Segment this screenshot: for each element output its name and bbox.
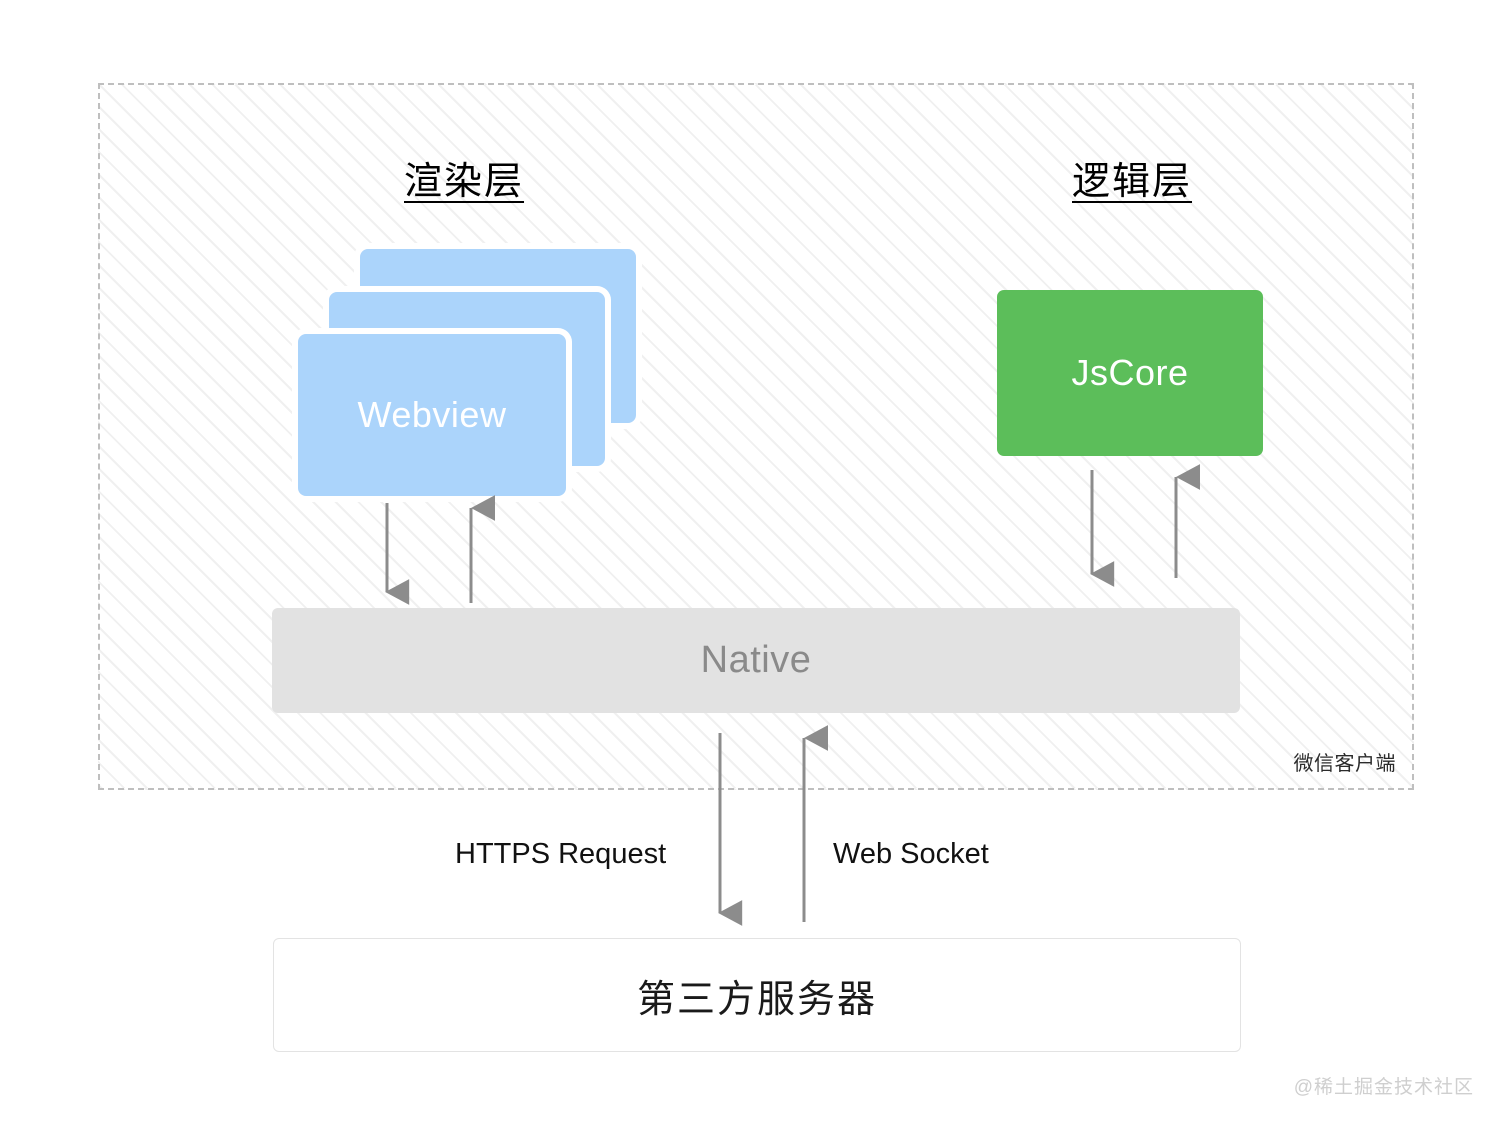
watermark: @稀土掘金技术社区 [1293, 1077, 1474, 1098]
webview-card-front[interactable]: Webview [298, 334, 566, 496]
native-label: Native [700, 639, 812, 681]
webview-label: Webview [357, 394, 507, 435]
third-party-server-node[interactable]: 第三方服务器 [273, 938, 1241, 1052]
https-request-label: HTTPS Request [455, 838, 667, 870]
native-node[interactable]: Native [272, 608, 1240, 713]
third-party-server-label: 第三方服务器 [636, 978, 877, 1021]
logic-layer-title: 逻辑层 [1072, 161, 1193, 203]
wechat-client-label: 微信客户端 [1293, 753, 1396, 775]
jscore-node[interactable]: JsCore [997, 290, 1263, 456]
web-socket-label: Web Socket [833, 838, 989, 870]
render-layer-title: 渲染层 [404, 161, 525, 203]
jscore-label: JsCore [1071, 352, 1189, 393]
